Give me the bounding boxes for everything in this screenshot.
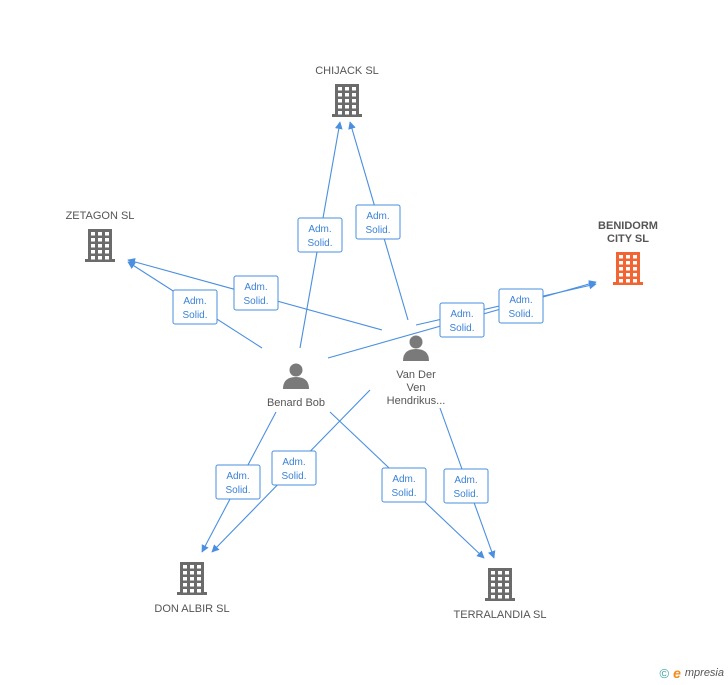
edge-label-benard-to-chijack[interactable]: Adm. Solid. [297,217,343,253]
edge-label-benard-to-terralandia[interactable]: Adm. Solid. [381,467,427,503]
edge-label-line: Adm. [226,471,249,482]
edge-label-line: Adm. [454,475,477,486]
edge-label-benard-to-donalbir[interactable]: Adm. Solid. [215,464,261,500]
edge-label-line: Solid. [365,225,390,236]
company-node-chijack[interactable]: CHIJACK SL [315,65,379,117]
person-label: Ven [407,382,426,394]
building-icon [485,568,515,601]
person-icon [403,335,429,361]
edge-label-line: Adm. [366,211,389,222]
company-label: CHIJACK SL [315,65,379,77]
edge-label-vander-to-donalbir[interactable]: Adm. Solid. [271,450,317,486]
building-icon [613,252,643,285]
edge-label-line: Adm. [450,309,473,320]
edge-label-box [355,204,401,240]
edge-label-line: Adm. [308,224,331,235]
brand-logo-initial: e [673,665,681,681]
company-label: ZETAGON SL [66,210,135,222]
company-label: BENIDORM [598,220,658,232]
edge-label-line: Adm. [183,296,206,307]
edge-label-box [498,288,544,324]
building-icon [332,84,362,117]
company-node-zetagon[interactable]: ZETAGON SL [66,210,135,262]
brand-logo-text: mpresia [684,667,724,679]
person-node-vander[interactable]: Van DerVenHendrikus... [387,335,446,408]
building-icon [177,562,207,595]
edge-label-line: Solid. [453,489,478,500]
person-label: Van Der [396,369,436,381]
edge-label-box [297,217,343,253]
edge-label-line: Adm. [509,295,532,306]
building-icon [85,229,115,262]
edge-label-benard-to-zetagon[interactable]: Adm. Solid. [172,289,218,325]
edge-label-line: Solid. [307,238,332,249]
company-label: TERRALANDIA SL [454,609,547,621]
edge-label-line: Solid. [449,323,474,334]
edge-label-vander-to-benidorm[interactable]: Adm. Solid. [498,288,544,324]
edge-label-box [381,467,427,503]
edge-label-line: Solid. [281,471,306,482]
edge-label-line: Adm. [392,474,415,485]
edge-label-box [215,464,261,500]
copyright-icon: © [659,665,670,681]
edge-label-line: Adm. [244,282,267,293]
company-node-terralandia[interactable]: TERRALANDIA SL [454,568,547,621]
company-node-donalbir[interactable]: DON ALBIR SL [154,562,230,615]
edge-label-vander-to-terralandia[interactable]: Adm. Solid. [443,468,489,504]
edge-label-line: Solid. [225,485,250,496]
edge-label-box [233,275,279,311]
edge-label-line: Adm. [282,457,305,468]
edge-label-line: Solid. [391,488,416,499]
person-label: Hendrikus... [387,395,446,407]
edge-label-line: Solid. [508,309,533,320]
edge-label-line: Solid. [243,296,268,307]
edge-label-box [271,450,317,486]
edge-label-benard-to-benidorm[interactable]: Adm. Solid. [439,302,485,338]
company-label: CITY SL [607,233,649,245]
edge-label-vander-to-chijack[interactable]: Adm. Solid. [355,204,401,240]
edge-label-line: Solid. [182,310,207,321]
edge-label-vander-to-zetagon[interactable]: Adm. Solid. [233,275,279,311]
person-label: Benard Bob [267,397,325,409]
edge-label-box [443,468,489,504]
edge-label-box [172,289,218,325]
person-node-benard[interactable]: Benard Bob [267,363,325,410]
person-icon [283,363,309,389]
company-label: DON ALBIR SL [154,603,229,615]
edge-label-box [439,302,485,338]
